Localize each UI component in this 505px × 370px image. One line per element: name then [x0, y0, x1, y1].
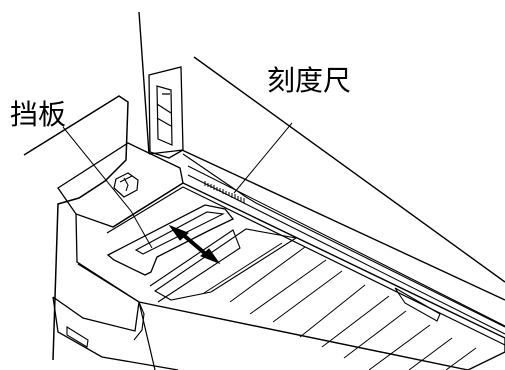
- adjustment-arrow-shaft: [179, 231, 210, 258]
- front-panel-slot: [66, 326, 89, 348]
- baffle-label: 挡板: [10, 98, 67, 131]
- adjustment-arrow-head-left: [168, 224, 189, 241]
- printer-lower-front: [52, 296, 179, 370]
- printer-housing-top-ridge: [57, 142, 184, 228]
- paper-sheet-outline: [138, 11, 505, 301]
- ruler-ticks: [204, 181, 245, 203]
- printer-platform-front: [133, 301, 145, 341]
- right-roller: [394, 287, 441, 322]
- printer-platform-top: [112, 182, 505, 370]
- baffle-leader-line: [62, 126, 153, 249]
- control-knob-detail: [119, 175, 133, 192]
- left-guide-inner: [156, 85, 173, 146]
- printer-platform-strip: [187, 165, 505, 335]
- printer-front-bevel: [52, 213, 140, 332]
- printer-housing-left: [23, 95, 129, 361]
- printer-platform-rail: [77, 186, 505, 370]
- ruler-outline: [182, 153, 505, 328]
- baffle-inner: [134, 211, 225, 255]
- adjustment-arrow-head-right: [200, 248, 221, 265]
- scale-label: 刻度尺: [267, 64, 352, 97]
- ruler-leader-line: [233, 122, 293, 194]
- baffle-outline: [106, 204, 235, 276]
- paper-lines: [149, 228, 477, 370]
- control-knob: [113, 172, 139, 198]
- left-guide-outer: [148, 66, 184, 159]
- left-guide-slots: [156, 93, 172, 127]
